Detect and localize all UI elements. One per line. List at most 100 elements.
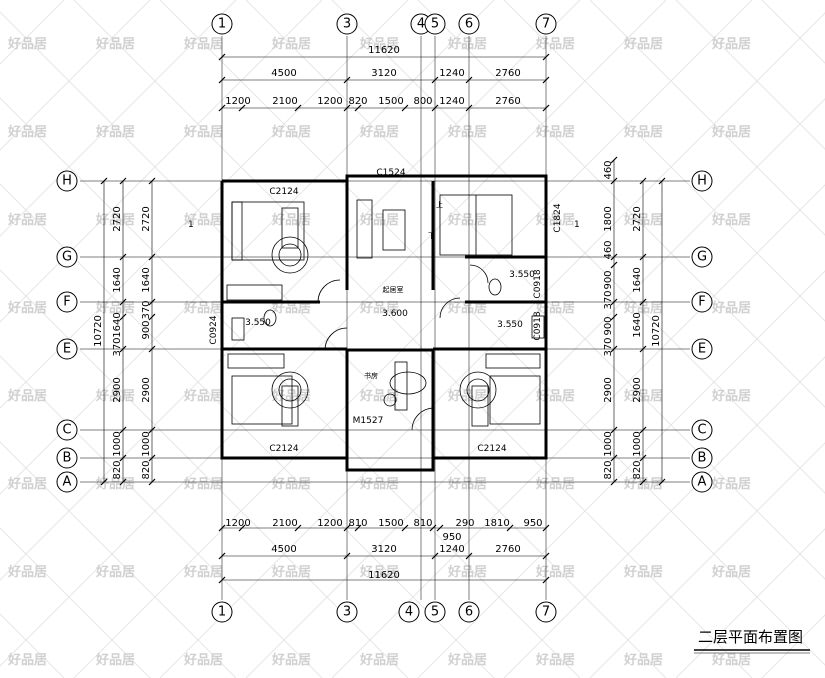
dimension-tick xyxy=(119,253,127,261)
dimension-tick xyxy=(610,156,618,164)
axis-bubble-left-E: E xyxy=(56,338,78,360)
dimension-tick xyxy=(639,253,647,261)
top-dimensions: 11620 4500 3120 1240 2760 1200 2100 1200… xyxy=(225,45,520,107)
watermark-text: 好品居 xyxy=(447,300,487,316)
dimension-tick xyxy=(119,454,127,462)
watermark-text: 好品居 xyxy=(711,212,751,228)
dimension-tick xyxy=(431,552,439,560)
section-mark-left: 1 xyxy=(188,220,194,230)
top-inner-dim-4: 820 xyxy=(348,96,367,107)
axis-bubble-bottom-7: 7 xyxy=(535,601,557,623)
watermark-text: 好品居 xyxy=(95,300,135,316)
dimension-tick xyxy=(542,53,550,61)
dimension-tick xyxy=(658,478,666,486)
dimension-tick xyxy=(436,524,444,532)
dimension-tick xyxy=(238,104,246,112)
dimension-tick xyxy=(148,177,156,185)
watermark-layer: 好品居好品居好品居好品居好品居好品居好品居好品居好品居好品居好品居好品居好品居好… xyxy=(7,36,751,668)
watermark-text: 好品居 xyxy=(359,124,399,140)
dimension-tick xyxy=(542,576,550,584)
watermark-text: 好品居 xyxy=(359,36,399,52)
watermark-text: 好品居 xyxy=(359,212,399,228)
dimension-tick xyxy=(610,478,618,486)
right-mid-dim-6: 820 xyxy=(632,460,643,479)
dimension-tick xyxy=(610,345,618,353)
window-label-right-upper: C1824 xyxy=(553,203,563,232)
bottom-dimensions: 1200 2100 1200 810 1500 810 290 1810 950… xyxy=(225,518,542,581)
bottom-inner-dim-7: 290 xyxy=(455,518,474,529)
axis-bubble-left-B: B xyxy=(56,447,78,469)
dimension-tick xyxy=(610,253,618,261)
axis-bubble-top-6: 6 xyxy=(458,13,480,35)
bottom-inner-dim-8: 1810 xyxy=(484,518,509,529)
axis-lines xyxy=(80,36,690,600)
watermark-text: 好品居 xyxy=(183,212,223,228)
dimension-tick xyxy=(119,345,127,353)
bottom-mid-dim-4: 2760 xyxy=(495,544,520,555)
dimension-tick xyxy=(119,313,127,321)
svg-text:7: 7 xyxy=(542,605,550,620)
top-total-dim: 11620 xyxy=(368,45,400,56)
dimension-tick xyxy=(100,478,108,486)
watermark-text: 好品居 xyxy=(95,652,135,668)
axis-bubble-right-C: C xyxy=(691,419,713,441)
svg-text:6: 6 xyxy=(465,605,473,620)
section-mark-right: 1 xyxy=(574,220,580,230)
dimension-tick xyxy=(294,104,302,112)
bottom-inner-dim-9: 950 xyxy=(523,518,542,529)
svg-text:1: 1 xyxy=(218,17,226,32)
dimension-tick xyxy=(542,104,550,112)
dimension-tick xyxy=(465,104,473,112)
dimension-tick xyxy=(218,53,226,61)
right-dim-1: 460 xyxy=(603,160,614,179)
bottom-mid-dim-3: 1240 xyxy=(439,544,464,555)
elevation-left-bath: 3.550 xyxy=(245,318,271,328)
bottom-mid-dim-2: 3120 xyxy=(371,544,396,555)
elevation-living: 3.600 xyxy=(382,309,408,319)
right-dim-6: 2900 xyxy=(603,377,614,402)
left-dim-2b: 1640 xyxy=(141,267,152,292)
watermark-text: 好品居 xyxy=(95,36,135,52)
dimension-tick xyxy=(610,426,618,434)
watermark-text: 好品居 xyxy=(271,36,311,52)
axis-bubble-right-E: E xyxy=(691,338,713,360)
furniture xyxy=(226,194,545,431)
dimension-tick xyxy=(148,426,156,434)
axis-bubble-top-3: 3 xyxy=(336,13,358,35)
top-inner-dim-8: 2760 xyxy=(495,96,520,107)
axis-bubble-bottom-6: 6 xyxy=(458,601,480,623)
bottom-inner-dim-5: 1500 xyxy=(378,518,403,529)
watermark-text: 好品居 xyxy=(95,388,135,404)
watermark-text: 好品居 xyxy=(95,564,135,580)
dimension-tick xyxy=(119,298,127,306)
dimension-tick xyxy=(639,177,647,185)
axis-bubble-bottom-3: 3 xyxy=(336,601,358,623)
watermark-text: 好品居 xyxy=(447,212,487,228)
right-total-dim: 10720 xyxy=(651,315,662,347)
top-inner-dim-6: 800 xyxy=(413,96,432,107)
axis-bubble-right-F: F xyxy=(691,291,713,313)
watermark-text: 好品居 xyxy=(447,124,487,140)
right-dim-4b: 900 xyxy=(603,316,614,335)
window-label-right-bath-2: C0918 xyxy=(533,311,543,340)
svg-text:H: H xyxy=(62,174,72,189)
dimension-tick xyxy=(294,524,302,532)
dimension-tick xyxy=(148,298,156,306)
watermark-text: 好品居 xyxy=(711,476,751,492)
svg-text:4: 4 xyxy=(417,17,425,32)
svg-text:5: 5 xyxy=(431,605,439,620)
left-dim-2: 1640 xyxy=(112,267,123,292)
bottom-inner-dim-6: 810 xyxy=(413,518,432,529)
right-mid-dim-1: 2720 xyxy=(632,206,643,231)
axis-bubble-left-F: F xyxy=(56,291,78,313)
right-dim-3: 460 xyxy=(603,240,614,259)
dimension-tick xyxy=(542,76,550,84)
axis-markers: 1 3 4 5 6 7 1 3 4 5 6 7 H G F E C B A H … xyxy=(56,13,713,623)
watermark-text: 好品居 xyxy=(183,300,223,316)
top-inner-dim-3: 1200 xyxy=(317,96,342,107)
left-dim-3b: 370 xyxy=(112,337,123,356)
right-dimensions: 460 1800 460 900 370 900 370 2900 1000 8… xyxy=(603,160,662,479)
watermark-text: 好品居 xyxy=(183,476,223,492)
watermark-text: 好品居 xyxy=(7,212,47,228)
watermark-text: 好品居 xyxy=(271,564,311,580)
